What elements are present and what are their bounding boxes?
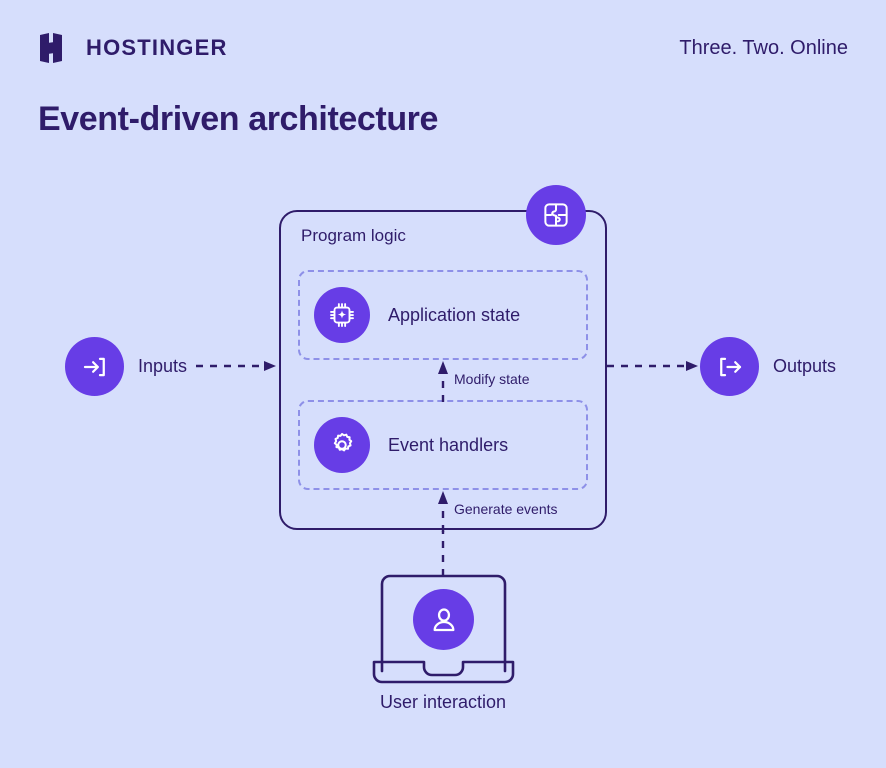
generate-events-arrow [438, 491, 448, 532]
outputs-label: Outputs [773, 356, 837, 376]
event-handlers-block: Event handlers [298, 400, 588, 490]
arrow-out-of-bracket-icon [719, 357, 741, 376]
outputs-icon-circle [700, 337, 759, 396]
inputs-label: Inputs [138, 356, 188, 376]
arrow-into-bracket-icon [83, 357, 105, 376]
hostinger-h-logo-icon [40, 33, 62, 63]
brand-tagline: Three. Two. Online [679, 37, 848, 59]
inputs-endpoint: Inputs [65, 337, 187, 396]
page-header: HOSTINGER Three. Two. Online [38, 28, 848, 68]
user-to-logic-connector [441, 531, 445, 576]
brand-name: HOSTINGER [86, 35, 228, 60]
generate-events-label: Generate events [454, 501, 558, 517]
outputs-flow-arrow [607, 361, 698, 371]
application-state-label: Application state [388, 304, 521, 325]
brand-lockup: HOSTINGER [38, 31, 228, 65]
event-handlers-label: Event handlers [388, 434, 509, 455]
application-state-icon-circle [314, 287, 370, 343]
program-logic-label: Program logic [301, 226, 406, 245]
application-state-block: Application state [298, 270, 588, 360]
user-avatar [413, 589, 474, 650]
outputs-endpoint: Outputs [700, 337, 836, 396]
person-icon [433, 607, 454, 631]
inputs-icon-circle [65, 337, 124, 396]
user-interaction-caption: User interaction [0, 692, 886, 713]
laptop-icon [372, 574, 515, 684]
cpu-chip-sparkle-icon [330, 303, 354, 327]
puzzle-icon [544, 203, 568, 227]
modify-state-arrow [438, 361, 448, 402]
puzzle-badge [526, 185, 586, 245]
event-handlers-icon-circle [314, 417, 370, 473]
modify-state-label: Modify state [454, 371, 530, 387]
gear-icon [333, 433, 353, 452]
user-interaction-label: User interaction [379, 692, 507, 712]
inputs-flow-arrow [196, 361, 276, 371]
page-title: Event-driven architecture [38, 100, 439, 138]
